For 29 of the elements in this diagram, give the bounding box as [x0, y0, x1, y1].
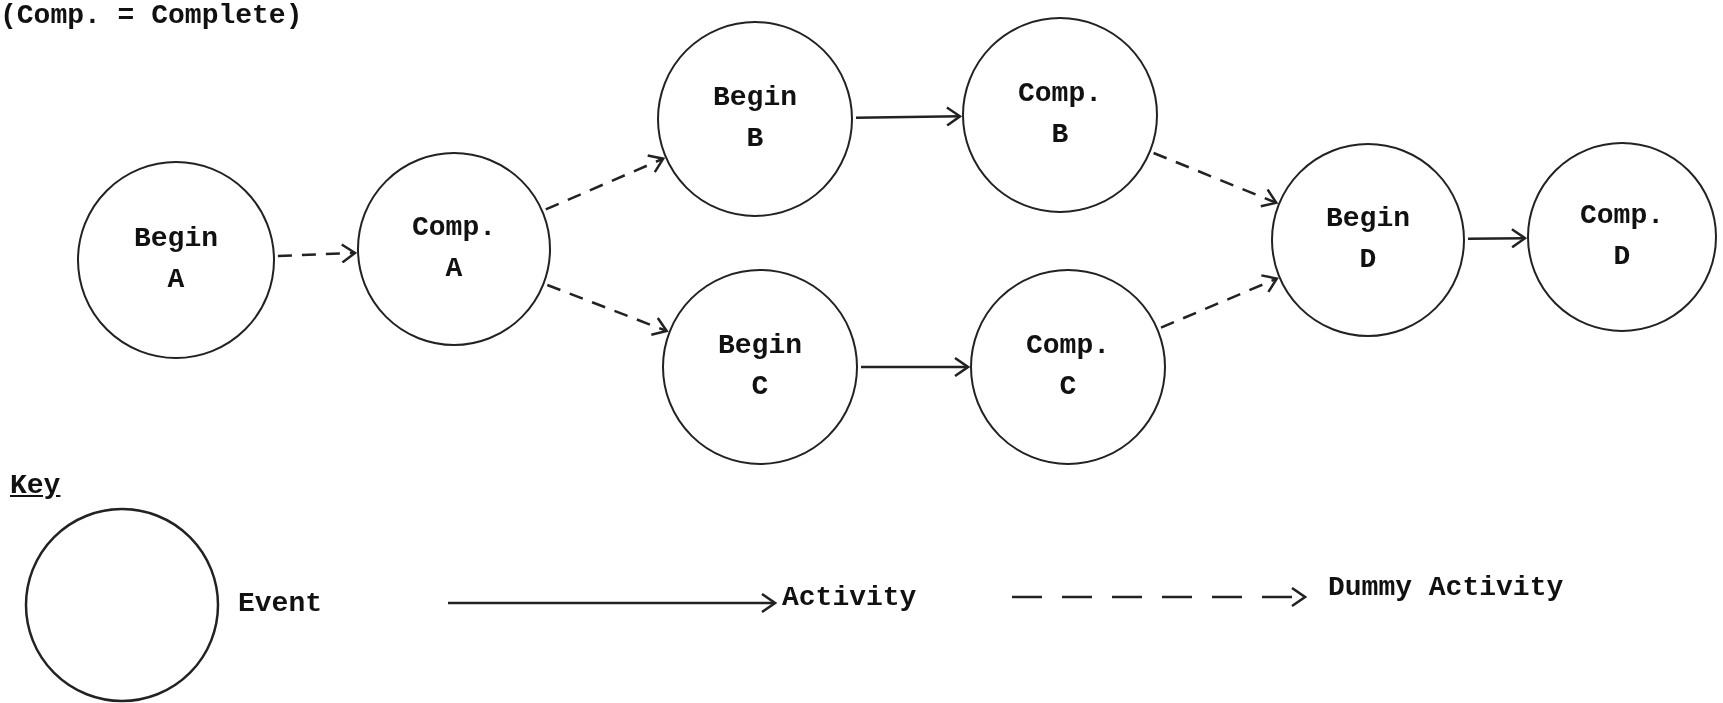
event-circle: [962, 17, 1158, 213]
event-circle: [662, 269, 858, 465]
event-label: Begin C: [717, 329, 803, 404]
legend-text: Dummy Activity: [1328, 572, 1564, 603]
dummy-activity-arrow: [277, 243, 357, 264]
event-label: Comp. A: [411, 211, 497, 286]
event-circle: [970, 269, 1166, 465]
event-label: Begin B: [712, 81, 798, 156]
event-circle: [77, 161, 275, 359]
dummy-activity-arrow: [545, 154, 665, 211]
activity-arrow: [861, 356, 970, 378]
dummy-activity-arrow: [546, 283, 668, 336]
event-circle: [357, 152, 551, 346]
event-circle: [1527, 142, 1717, 332]
legend-text: Event: [238, 588, 322, 619]
key-heading: Key: [10, 470, 61, 501]
activity-arrow: [1467, 228, 1527, 249]
event-label: Comp. C: [1025, 329, 1111, 404]
legend-text: Activity: [782, 582, 917, 613]
event-label: Begin A: [133, 222, 219, 297]
event-circle: [1271, 143, 1465, 337]
activity-arrow: [855, 106, 962, 127]
event-circle: [657, 21, 853, 217]
note-text: (Comp. = Complete): [0, 0, 303, 31]
event-label: Begin D: [1325, 202, 1411, 277]
dummy-activity-arrow: [1153, 151, 1278, 208]
event-label: Comp. B: [1017, 77, 1103, 152]
event-label: Comp. D: [1579, 199, 1665, 274]
dummy-activity-arrow: [1160, 274, 1279, 329]
